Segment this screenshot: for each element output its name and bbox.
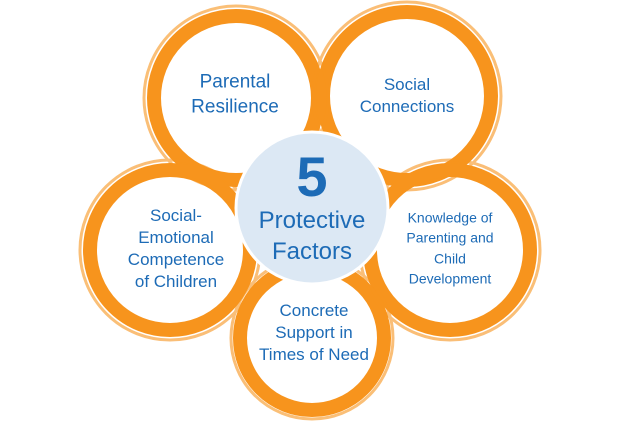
center-line1: Protective <box>258 206 366 234</box>
factor-social-emotional-competence: Social- Emotional Competence of Children <box>128 205 224 293</box>
label-line: Connections <box>359 97 455 116</box>
label-line: Child <box>434 250 466 266</box>
center-title: 5 Protective Factors <box>258 144 366 267</box>
label-line: Competence <box>127 250 225 269</box>
center-circle <box>234 130 390 286</box>
label-line: Social <box>383 74 431 94</box>
label-line: Parenting and <box>406 229 494 246</box>
label-line: Resilience <box>191 96 279 117</box>
center-number: 5 <box>296 144 328 208</box>
label-line: Concrete <box>279 300 349 320</box>
label-line: of Children <box>134 272 218 292</box>
label-line: Social- <box>150 205 202 225</box>
label-line: Development <box>408 270 492 287</box>
label-line: Knowledge of <box>407 209 493 226</box>
label-line: Emotional <box>138 227 214 247</box>
factor-social-connections: Social Connections <box>360 74 455 118</box>
factor-parental-resilience: Parental Resilience <box>191 70 279 119</box>
factor-knowledge-of-parenting: Knowledge of Parenting and Child Develop… <box>406 207 493 288</box>
label-line: Times of Need <box>259 345 369 365</box>
label-line: Support in <box>275 322 353 342</box>
factor-concrete-support: Concrete Support in Times of Need <box>259 300 369 366</box>
center-line2: Factors <box>271 238 352 265</box>
label-line: Parental <box>199 71 271 93</box>
